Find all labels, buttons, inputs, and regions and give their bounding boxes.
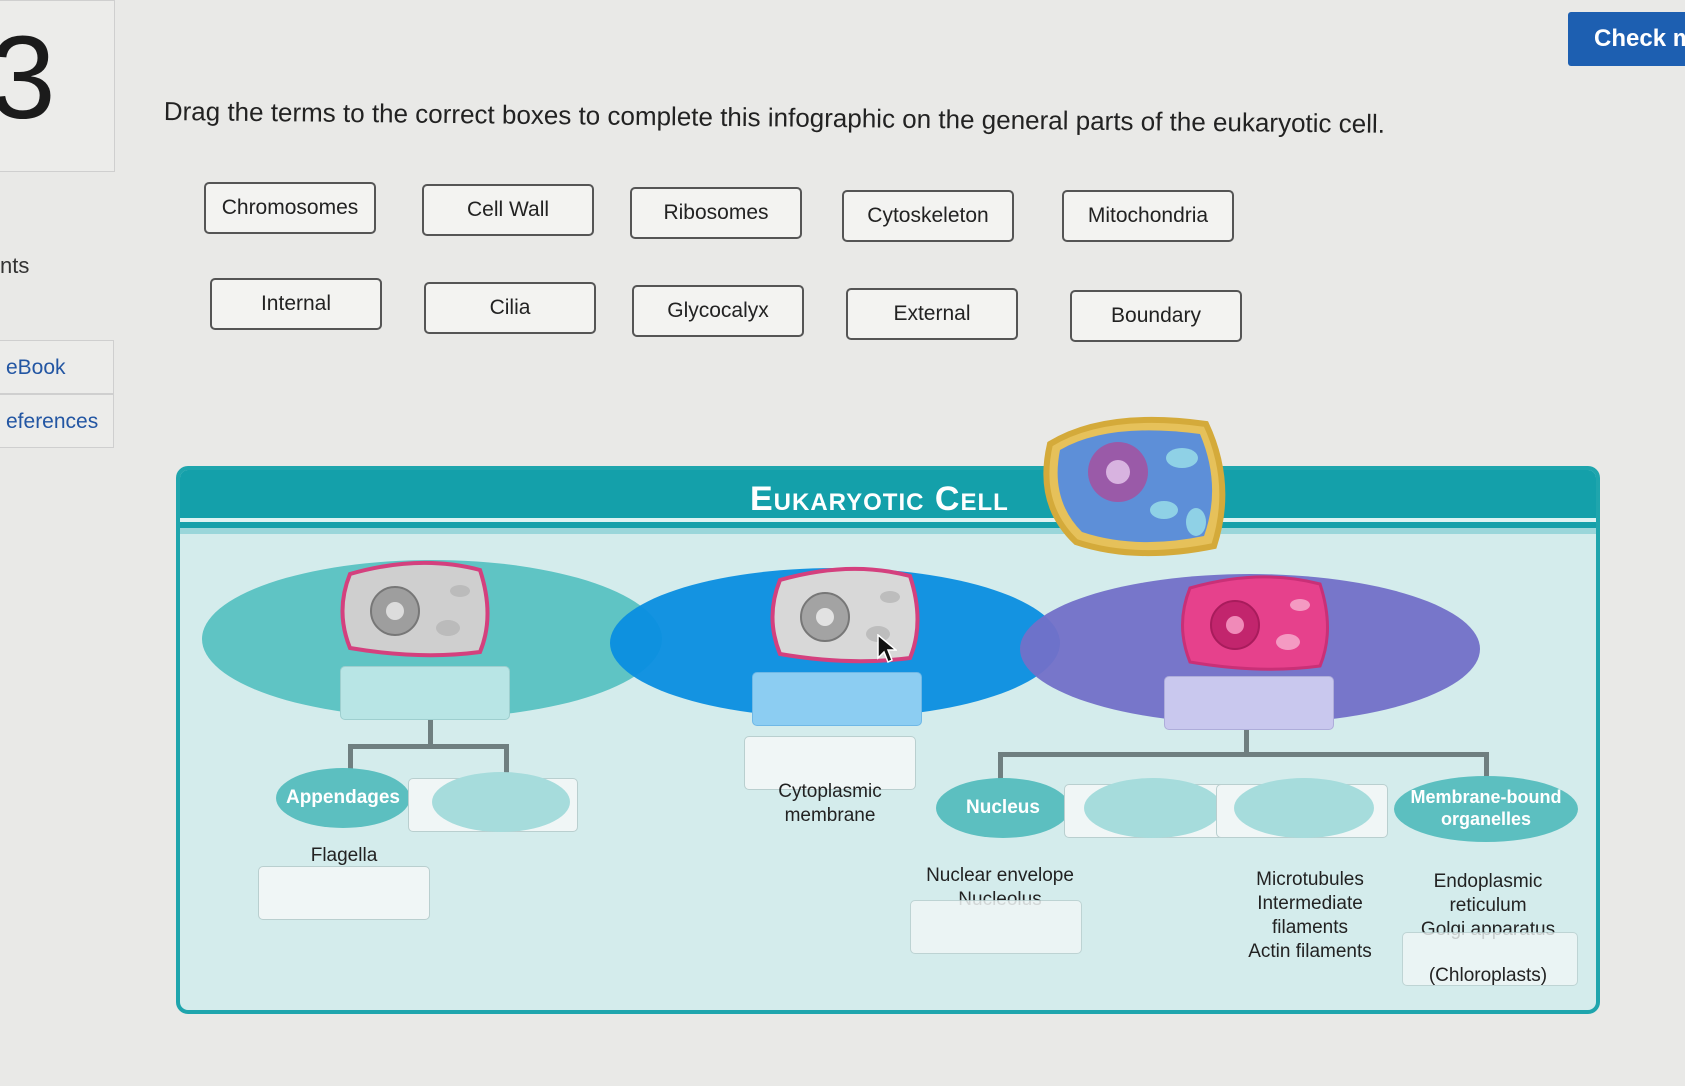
drop-zone-internal[interactable]: [1164, 676, 1334, 730]
drop-zone-organelle-item[interactable]: [1402, 932, 1578, 986]
question-number-box: 3: [0, 0, 115, 172]
cell-illustration-boundary: [770, 566, 920, 664]
appendage-empty-pill: [432, 772, 570, 832]
eukaryotic-cell-infographic: Eukaryotic Cell Appendages Flagella: [176, 466, 1600, 1014]
infographic-banner: Eukaryotic Cell: [180, 470, 1596, 534]
term-boundary[interactable]: Boundary: [1070, 290, 1242, 342]
cytoplasmic-membrane-label: Cytoplasmic membrane: [778, 781, 882, 826]
term-internal[interactable]: Internal: [210, 278, 382, 330]
plant-cell-illustration: [1043, 416, 1226, 557]
term-ribosomes[interactable]: Ribosomes: [630, 187, 802, 239]
organelle-item-chloroplasts: (Chloroplasts): [1428, 965, 1548, 986]
drop-zone-boundary[interactable]: [752, 672, 922, 726]
drop-zone-appendage-example[interactable]: [258, 866, 430, 920]
term-glycocalyx[interactable]: Glycocalyx: [632, 285, 804, 337]
term-chromosomes[interactable]: Chromosomes: [204, 182, 376, 234]
flagella-label: Flagella: [310, 845, 378, 866]
internal-empty-pill-2: [1234, 778, 1374, 838]
term-mitochondria[interactable]: Mitochondria: [1062, 190, 1234, 242]
drop-zone-nucleus-item[interactable]: [910, 900, 1082, 954]
appendages-label: Appendages: [276, 768, 410, 828]
cytoskeleton-item-actin: Actin filaments: [1248, 941, 1372, 962]
drop-zone-boundary-component[interactable]: [744, 736, 916, 790]
term-cell-wall[interactable]: Cell Wall: [422, 184, 594, 236]
cell-illustration-internal: [1181, 575, 1329, 671]
nucleus-item-nuclear-envelope: Nuclear envelope: [926, 865, 1074, 886]
points-label: nts: [0, 253, 30, 278]
term-cytoskeleton[interactable]: Cytoskeleton: [842, 190, 1014, 242]
cytoskeleton-item-intermediate: Intermediate: [1257, 893, 1363, 914]
cell-illustration-external: [340, 560, 490, 658]
term-cilia[interactable]: Cilia: [424, 282, 596, 334]
cytoskeleton-item-filaments: filaments: [1271, 917, 1349, 938]
cytoskeleton-item-microtubules: Microtubules: [1256, 869, 1364, 890]
drop-zone-external[interactable]: [340, 666, 510, 720]
ebook-link[interactable]: eBook: [0, 340, 114, 394]
organelle-item-reticulum: reticulum: [1449, 895, 1527, 916]
membrane-bound-organelles-label: Membrane-bound organelles: [1394, 776, 1578, 842]
nucleus-label: Nucleus: [936, 778, 1070, 838]
check-my-work-button[interactable]: Check m: [1568, 12, 1685, 66]
term-external[interactable]: External: [846, 288, 1018, 340]
mouse-cursor-icon: [877, 634, 897, 664]
question-number: 3: [0, 12, 56, 144]
question-prompt: Drag the terms to the correct boxes to c…: [163, 96, 1386, 139]
infographic-title: Eukaryotic Cell: [750, 480, 1009, 518]
references-link[interactable]: eferences: [0, 394, 114, 448]
organelle-item-endoplasmic: Endoplasmic: [1433, 871, 1543, 892]
internal-empty-pill-1: [1084, 778, 1222, 838]
